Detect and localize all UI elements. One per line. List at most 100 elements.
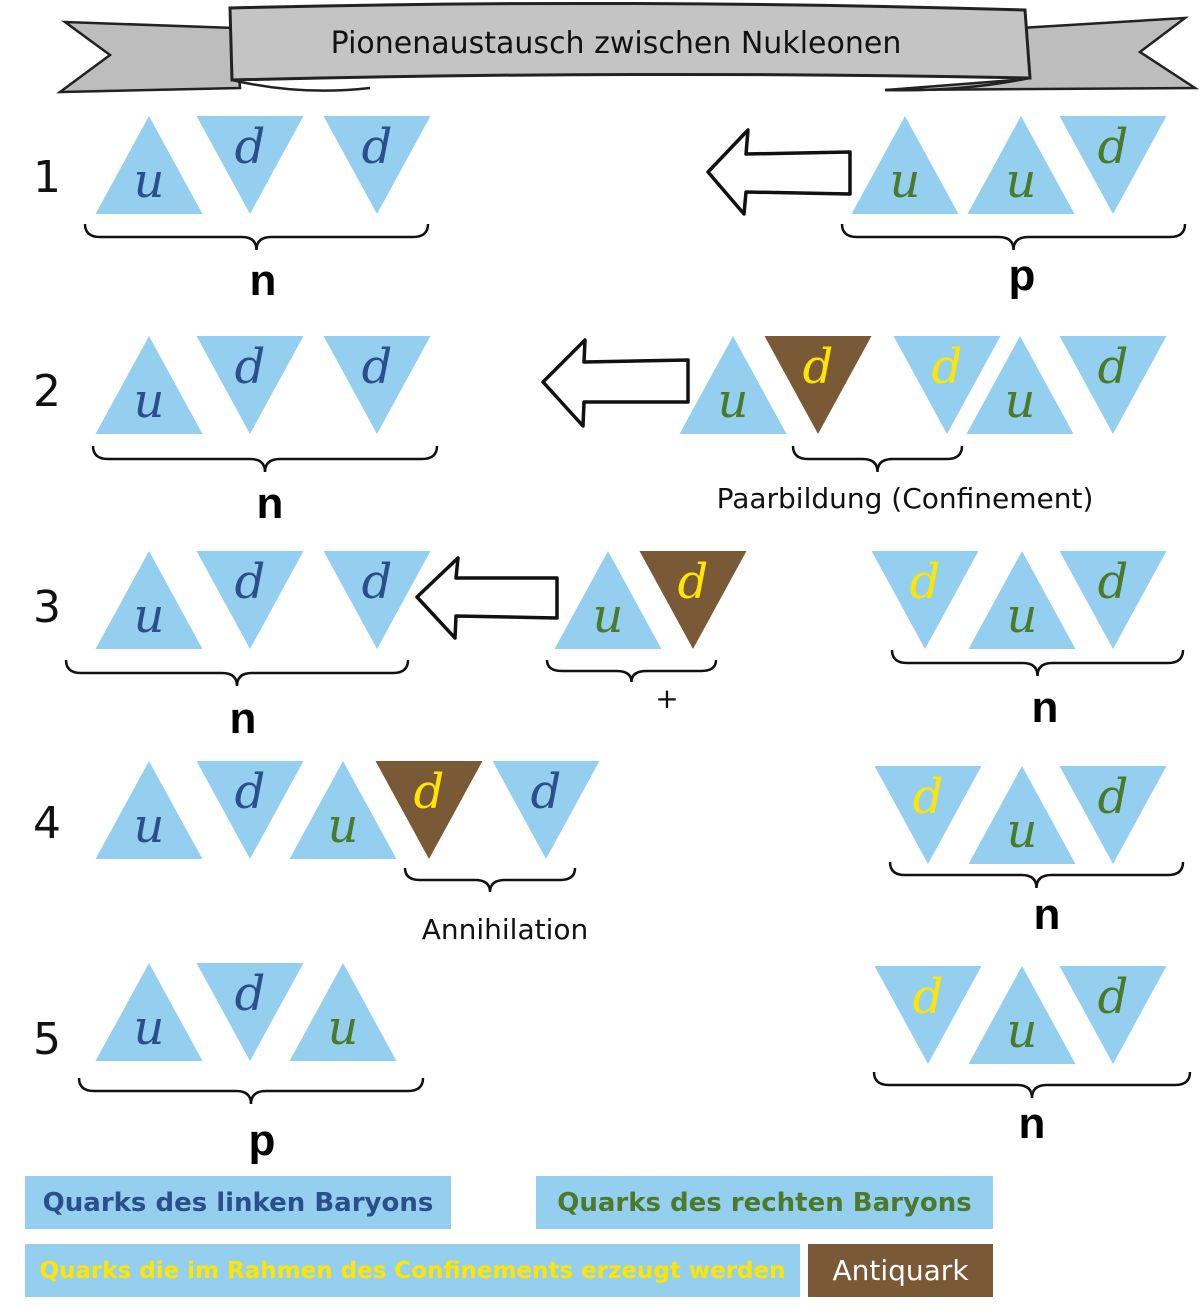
up-quark-label: u (593, 588, 624, 644)
up-quark-label: u (718, 373, 749, 429)
down-quark-label: d (1098, 339, 1129, 395)
antiquark-triangle: d (639, 551, 747, 649)
down-quark-label: d (362, 119, 393, 175)
quark-shape (323, 116, 431, 214)
quark-shape (95, 116, 203, 214)
up-quark-label: u (134, 153, 165, 209)
quark-shape (1059, 116, 1167, 214)
down-quark-label: d (235, 339, 266, 395)
quark-shape (968, 766, 1076, 864)
quark-shape (1059, 551, 1167, 649)
down-quark-label: d (235, 966, 266, 1022)
down-quark-triangle: d (1059, 336, 1167, 434)
down-quark-triangle: d (196, 116, 304, 214)
quark-shape (492, 761, 600, 859)
up-quark-label: u (1005, 373, 1036, 429)
quark-shape (196, 116, 304, 214)
row-number-2: 2 (33, 366, 61, 417)
curly-brace (403, 867, 577, 893)
down-quark-triangle: d (323, 116, 431, 214)
quark-shape (679, 336, 787, 434)
up-quark-triangle: u (968, 766, 1076, 864)
legend-confinement-quarks: Quarks die im Rahmen des Confinements er… (25, 1244, 800, 1297)
up-quark-label: u (1006, 153, 1037, 209)
down-quark-label: d (803, 339, 834, 395)
down-quark-triangle: d (492, 761, 600, 859)
down-quark-triangle: d (1059, 551, 1167, 649)
down-quark-triangle: d (196, 336, 304, 434)
arrow-left-icon (706, 128, 852, 216)
up-quark-label: u (1007, 1003, 1038, 1059)
up-quark-triangle: u (851, 116, 959, 214)
down-quark-triangle: d (323, 551, 431, 649)
diagram-title: Pionenaustausch zwischen Nukleonen (331, 26, 902, 61)
quark-shape (967, 116, 1075, 214)
down-quark-triangle: d (196, 963, 304, 1061)
up-quark-label: u (890, 153, 921, 209)
curly-brace (91, 445, 439, 473)
legend-antiquark: Antiquark (808, 1244, 993, 1297)
quark-shape (851, 116, 959, 214)
down-quark-label: d (362, 339, 393, 395)
quark-shape (196, 336, 304, 434)
braces-layer (64, 223, 1192, 1105)
nucleon-label: p (1009, 251, 1036, 300)
pair-production-caption: Paarbildung (Confinement) (717, 482, 1094, 515)
up-quark-triangle: u (679, 336, 787, 434)
quark-shape (289, 963, 397, 1061)
down-quark-triangle: d (1059, 966, 1167, 1064)
curly-brace (840, 223, 1187, 251)
down-quark-label: d (414, 764, 445, 820)
nucleon-label: n (1034, 890, 1061, 939)
quark-shape (1059, 966, 1167, 1064)
legend-right-baryon: Quarks des rechten Baryons (536, 1176, 993, 1229)
down-quark-triangle: d (1059, 766, 1167, 864)
down-quark-label: d (531, 764, 562, 820)
annihilation-caption: Annihilation (422, 913, 589, 946)
up-quark-triangle: u (95, 551, 203, 649)
curly-brace (77, 1077, 425, 1105)
up-quark-triangle: u (966, 336, 1074, 434)
up-quark-triangle: u (95, 761, 203, 859)
quark-shape (95, 551, 203, 649)
down-quark-label: d (1098, 554, 1129, 610)
antiquark-triangle: d (375, 761, 483, 859)
down-quark-label: d (913, 969, 944, 1025)
down-quark-label: d (1098, 969, 1129, 1025)
quark-shape (1059, 336, 1167, 434)
nucleon-label: n (1032, 683, 1059, 732)
quark-shape (323, 551, 431, 649)
up-quark-triangle: u (95, 116, 203, 214)
curly-brace (872, 1071, 1192, 1099)
row-number-3: 3 (33, 582, 61, 633)
up-quark-label: u (134, 373, 165, 429)
down-quark-triangle: d (874, 966, 982, 1064)
row-number-5: 5 (33, 1014, 61, 1065)
banner-left-tail (56, 20, 242, 94)
curly-brace (83, 223, 430, 251)
down-quark-label: d (235, 764, 266, 820)
down-quark-triangle: d (874, 766, 982, 864)
arrow-left-icon (541, 338, 690, 428)
antiquark-triangle: d (764, 336, 872, 434)
down-quark-label: d (678, 554, 709, 610)
quark-shape (968, 966, 1076, 1064)
quark-shape (95, 336, 203, 434)
up-quark-label: u (1007, 588, 1038, 644)
down-quark-label: d (235, 554, 266, 610)
quark-shape (1059, 766, 1167, 864)
down-quark-triangle: d (196, 761, 304, 859)
up-quark-triangle: u (95, 336, 203, 434)
nucleon-label: n (230, 694, 257, 743)
curly-brace (545, 659, 718, 683)
quark-shape (196, 963, 304, 1061)
up-quark-label: u (134, 1000, 165, 1056)
up-quark-triangle: u (289, 761, 397, 859)
quark-shape (289, 761, 397, 859)
quark-shape (95, 963, 203, 1061)
quark-shape (968, 551, 1076, 649)
down-quark-triangle: d (323, 336, 431, 434)
down-quark-label: d (1098, 119, 1129, 175)
banner-fold-right (884, 76, 1031, 92)
